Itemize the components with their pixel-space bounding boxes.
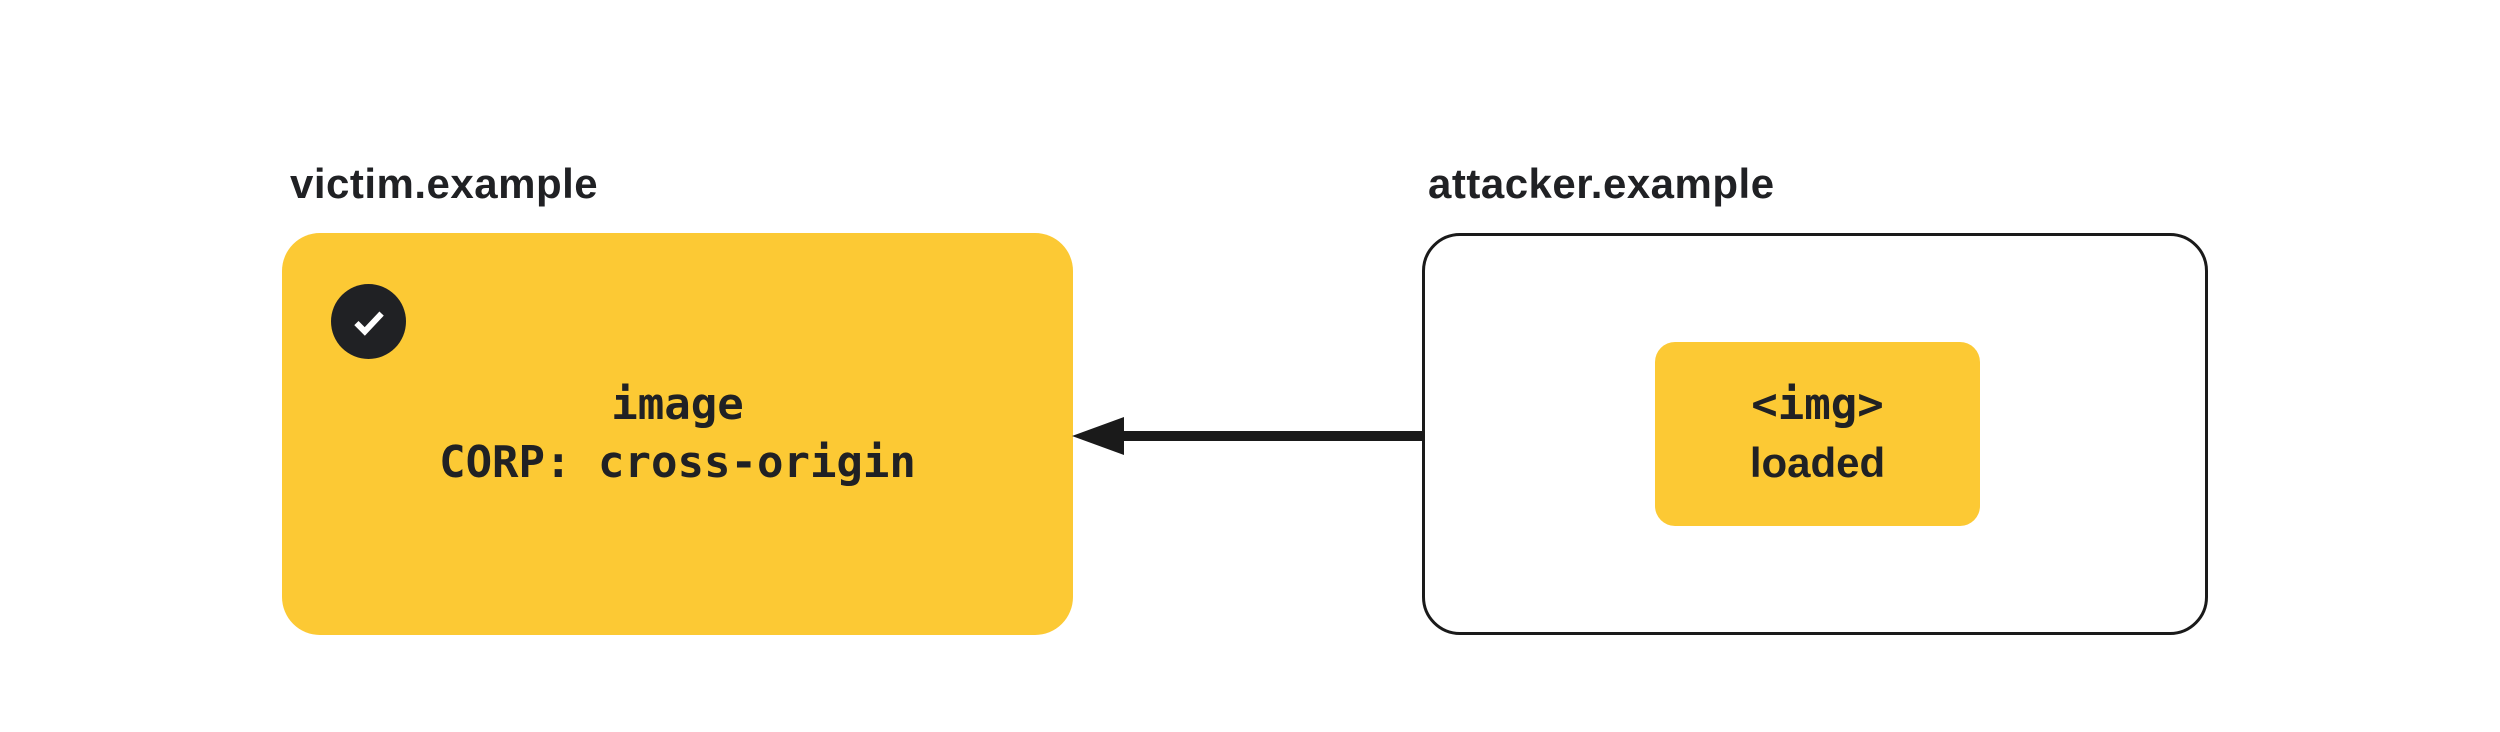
victim-corp-header: CORP: cross-origin (439, 437, 916, 488)
victim-box: image CORP: cross-origin (282, 233, 1073, 635)
img-embed-box: <img> loaded (1655, 342, 1980, 526)
victim-resource-type: image (611, 379, 744, 430)
attacker-box: <img> loaded (1422, 233, 2208, 635)
check-icon (331, 284, 406, 359)
img-loaded-text: loaded (1749, 439, 1886, 486)
victim-domain-label: victim.example (290, 160, 599, 207)
attacker-domain-label: attacker.example (1428, 160, 1775, 207)
img-tag-text: <img> (1751, 379, 1884, 430)
